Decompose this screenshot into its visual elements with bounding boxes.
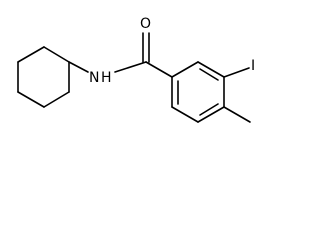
aromatic-bond [197, 106, 225, 123]
structure-canvas: O N H I [17, 16, 256, 123]
aromatic-inner-bond [199, 68, 219, 81]
aromatic-bond [171, 61, 199, 78]
hydrogen-label: H [101, 70, 112, 86]
benzene-ring [171, 61, 225, 123]
nitrogen-to-carbonyl-bond [114, 61, 147, 73]
molecule-structure: O N H I [17, 16, 255, 123]
aromatic-bond [171, 106, 199, 123]
iodine-label: I [251, 58, 255, 74]
cyclohexyl-bond [17, 91, 45, 108]
ring-to-nitrogen-bond [68, 61, 89, 73]
methyl-bond [223, 106, 251, 123]
aromatic-inner-bond [199, 103, 219, 116]
aromatic-bond [197, 61, 225, 78]
cyclohexyl-bond [43, 91, 70, 108]
cyclohexyl-ring [17, 46, 70, 108]
oxygen-label: O [140, 16, 151, 32]
cyclohexyl-bond [43, 46, 70, 63]
nitrogen-label: N [89, 70, 99, 86]
iodine-bond [223, 67, 250, 78]
cyclohexyl-bond [17, 46, 45, 63]
carbonyl-to-ring-bond [145, 61, 173, 78]
